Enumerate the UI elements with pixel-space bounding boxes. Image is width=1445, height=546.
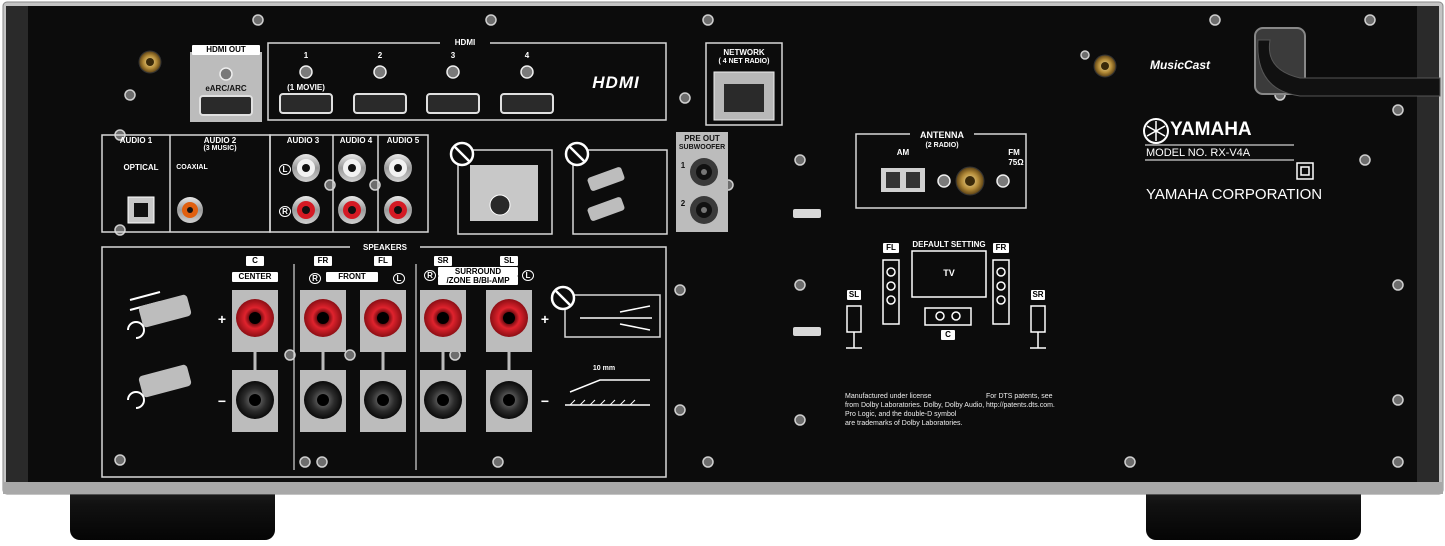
hdmi-in-4-port[interactable] — [500, 93, 554, 114]
fm-label: FM — [1008, 148, 1020, 157]
strip-length-label: 10 mm — [592, 365, 616, 372]
model-number: MODEL NO. RX-V4A — [1146, 147, 1251, 159]
audio-right-label: R — [279, 206, 291, 217]
dolby-line-2: from Dolby Laboratories. Dolby, Dolby Au… — [845, 402, 985, 409]
fm-antenna-jack[interactable] — [955, 166, 985, 196]
hdmi-out-label: HDMI OUT — [192, 45, 260, 55]
subwoofer-out-1[interactable] — [690, 158, 718, 186]
hdmi-in-3-port[interactable] — [426, 93, 480, 114]
audio2-note: (3 MUSIC) — [203, 145, 237, 152]
musiccast-logo: MusicCast — [1149, 58, 1211, 72]
diagram-fl-tag: FL — [883, 243, 899, 253]
dolby-notice: Manufactured under license from Dolby La… — [845, 392, 984, 428]
left-side-vent — [6, 6, 28, 482]
center-label: CENTER — [232, 272, 278, 282]
coaxial-label: COAXIAL — [176, 164, 208, 171]
dolby-line-4: are trademarks of Dolby Laboratories. — [845, 420, 963, 427]
corporation-name: YAMAHA CORPORATION — [1146, 186, 1323, 203]
dts-line-1: For DTS patents, see — [986, 393, 1053, 400]
audio2-label: AUDIO 2 — [203, 136, 237, 145]
audio5-label: AUDIO 5 — [386, 136, 420, 145]
hdmi-out-port[interactable] — [199, 95, 253, 116]
hdmi-in-1-label: 1 — [303, 51, 309, 60]
default-setting-label: DEFAULT SETTING — [912, 240, 986, 249]
dolby-line-3: Pro Logic, and the double-D symbol — [845, 411, 957, 418]
sr-tag: SR — [434, 256, 452, 266]
minus-right-label: − — [540, 393, 550, 409]
speaker-terminals[interactable] — [232, 290, 532, 432]
warning-illustration-2 — [564, 141, 668, 235]
surround-r-label: R — [424, 270, 436, 281]
hdmi-in-4-label: 4 — [524, 51, 530, 60]
hdmi-group-label: HDMI — [440, 38, 490, 47]
subwoofer-out-2[interactable] — [690, 196, 718, 224]
subwoofer-1-label: 1 — [680, 161, 686, 170]
plus-left-label: + — [217, 311, 227, 327]
am-label: AM — [896, 148, 910, 157]
dolby-line-1: Manufactured under license — [845, 393, 932, 400]
front-label: FRONT — [326, 272, 378, 282]
hdmi-in-1-note: (1 MOVIE) — [287, 83, 325, 92]
optical-label: OPTICAL — [123, 163, 159, 172]
network-note: ( 4 NET RADIO) — [718, 58, 770, 65]
antenna-label: ANTENNA — [910, 131, 974, 140]
antenna-note: (2 RADIO) — [925, 142, 959, 149]
earc-label: eARC/ARC — [205, 84, 247, 93]
diagram-sl-tag: SL — [847, 290, 861, 300]
surround-label: SURROUND — [438, 267, 518, 276]
surround-l-label: L — [522, 270, 534, 281]
hdmi-in-2-port[interactable] — [353, 93, 407, 114]
preout-label: PRE OUT — [684, 134, 720, 143]
fl-tag: FL — [374, 256, 392, 266]
wire-insert-illustration — [127, 291, 192, 409]
plus-right-label: + — [540, 311, 550, 327]
wire-strip-illustration — [550, 285, 661, 406]
coaxial-input[interactable] — [177, 197, 203, 223]
zone-label: /ZONE B/BI-AMP — [438, 276, 518, 285]
hdmi-logo: HDMI — [592, 73, 640, 92]
power-cord — [1254, 27, 1441, 97]
diagram-fr-tag: FR — [993, 243, 1009, 253]
front-r-label: R — [309, 273, 321, 284]
dts-line-2: http://patents.dts.com. — [986, 402, 1055, 409]
audio3-label: AUDIO 3 — [286, 136, 320, 145]
hdmi-in-1-port[interactable] — [279, 93, 333, 114]
double-insulation-icon — [1296, 162, 1314, 180]
center-c-tag: C — [246, 256, 264, 266]
brand-name: YAMAHA — [1170, 119, 1252, 140]
dts-notice: For DTS patents, see http://patents.dts.… — [986, 392, 1055, 410]
ohm-label: 75Ω — [1008, 158, 1024, 167]
rca-jacks[interactable] — [292, 154, 412, 224]
subwoofer-label: SUBWOOFER — [678, 144, 726, 151]
audio4-label: AUDIO 4 — [339, 136, 373, 145]
warning-illustration-1 — [449, 141, 553, 235]
speakers-label: SPEAKERS — [350, 243, 420, 252]
sl-tag: SL — [500, 256, 518, 266]
audio-left-label: L — [279, 164, 291, 175]
wireless-antenna-connector-right[interactable] — [1093, 54, 1117, 78]
front-l-label: L — [393, 273, 405, 284]
minus-left-label: − — [217, 393, 227, 409]
hdmi-in-3-label: 3 — [450, 51, 456, 60]
right-side-vent — [1417, 6, 1439, 482]
network-label: NETWORK — [723, 48, 765, 57]
speaker-layout-diagram — [846, 250, 1046, 349]
fr-tag: FR — [314, 256, 332, 266]
audio1-label: AUDIO 1 — [119, 136, 153, 145]
diagram-c-tag: C — [941, 330, 955, 340]
cable-tabs — [793, 209, 821, 336]
tv-label: TV — [943, 268, 955, 278]
diagram-sr-tag: SR — [1031, 290, 1045, 300]
subwoofer-2-label: 2 — [680, 199, 686, 208]
yamaha-logo-mark — [1143, 118, 1169, 144]
wireless-antenna-connector-left[interactable] — [138, 50, 162, 74]
hdmi-in-2-label: 2 — [377, 51, 383, 60]
